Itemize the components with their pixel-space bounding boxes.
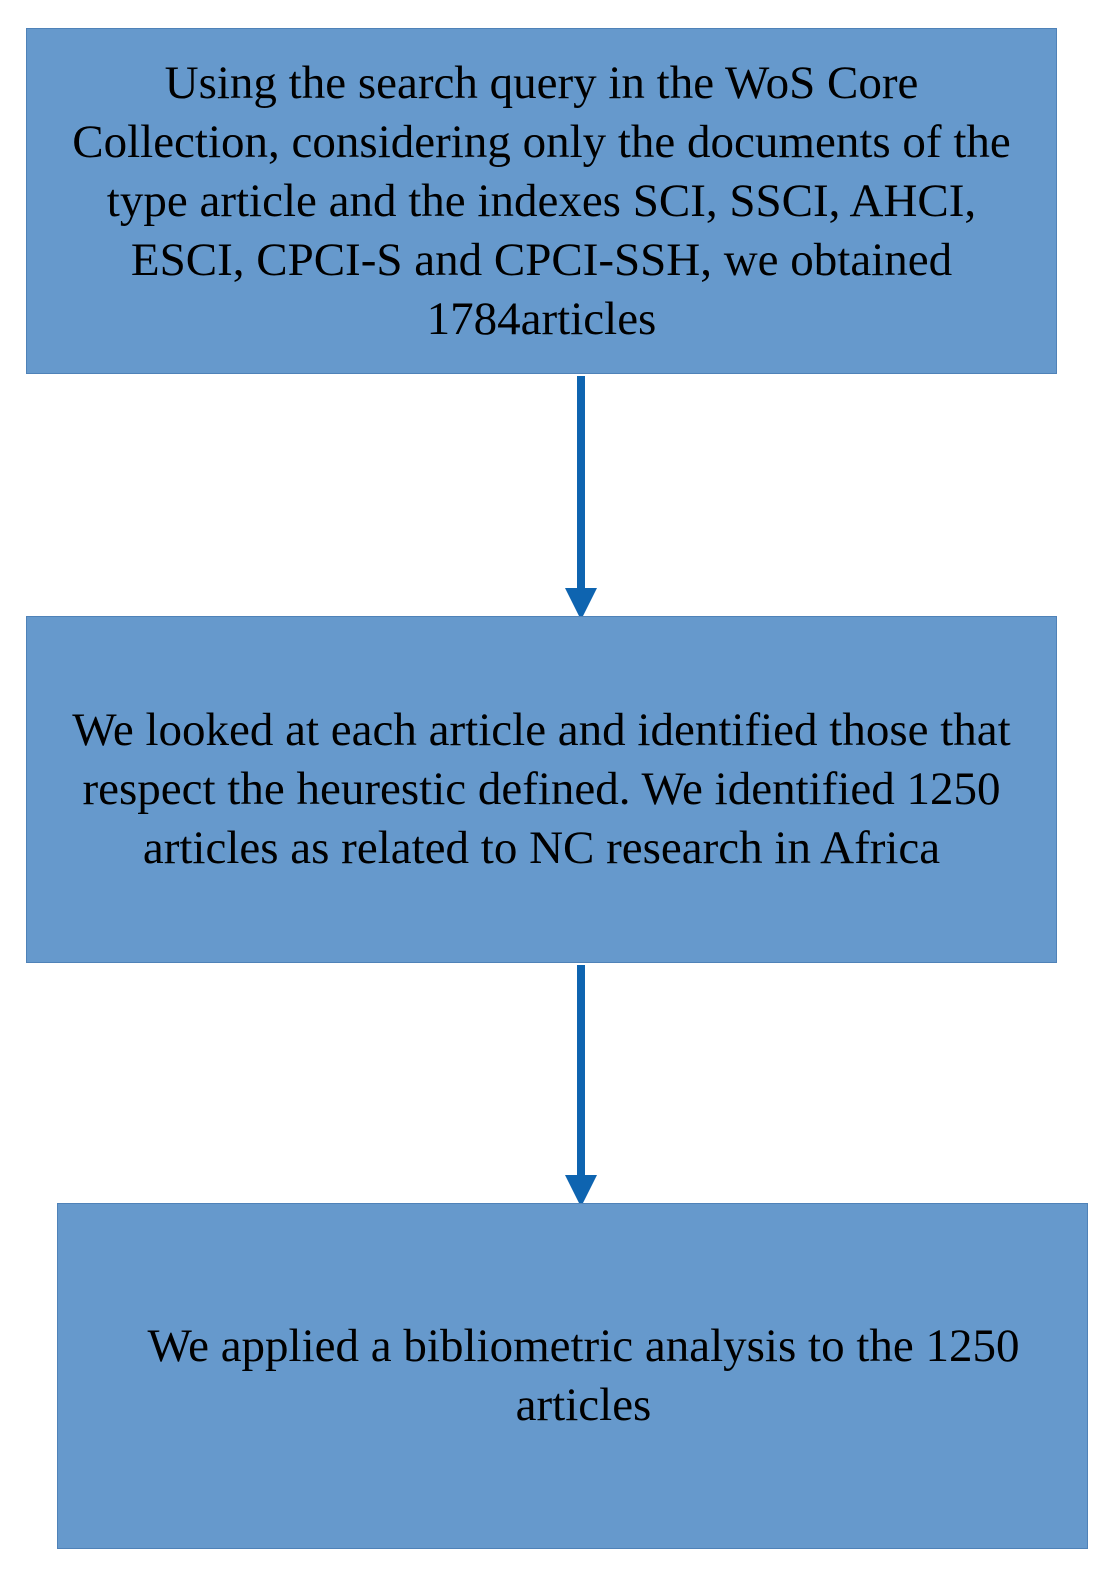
flow-step-3-text: We applied a bibliometric analysis to th… — [147, 1320, 1020, 1431]
flow-step-2-box: We looked at each article and identified… — [26, 616, 1057, 963]
flow-step-1-box: Using the search query in the WoS Core C… — [26, 28, 1057, 374]
flow-step-3-box: We applied a bibliometric analysis to th… — [57, 1203, 1088, 1549]
flow-step-1-text: Using the search query in the WoS Core C… — [72, 56, 1011, 345]
flow-step-2-text: We looked at each article and identified… — [72, 704, 1011, 874]
